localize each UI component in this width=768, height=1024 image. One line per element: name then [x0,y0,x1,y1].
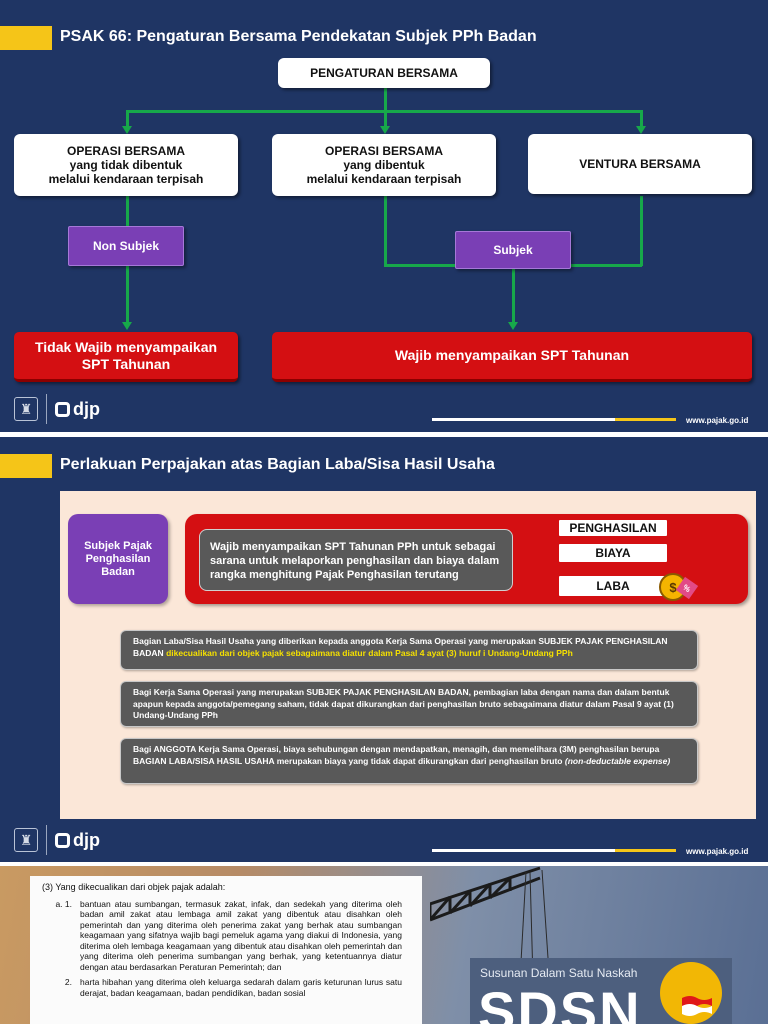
banner-text: Wajib menyampaikan SPT Tahunan PPh untuk… [199,529,513,591]
box-line: melalui kendaraan terpisah [48,172,204,186]
djp-wordmark: djp [55,399,100,420]
title-accent-bar [0,26,52,50]
connector-line [512,268,515,322]
djp-d-icon [55,401,70,417]
doc-item: 2. harta hibahan yang diterima oleh kelu… [42,977,410,998]
arrow-down-icon [122,126,132,134]
slide-pengaturan-bersama: PSAK 66: Pengaturan Bersama Pendekatan S… [0,0,768,432]
book-title: SDSN [478,980,642,1024]
box-line: yang tidak dibentuk [69,158,183,172]
card-subjek-pajak: Subjek Pajak Penghasilan Badan [68,514,168,604]
label-non-subjek: Non Subjek [68,226,184,266]
djp-logo: ♜ djp [14,825,100,855]
tag-penghasilan: PENGHASILAN [559,520,667,536]
arrow-down-icon [508,322,518,330]
footer-line [432,418,676,421]
doc-item: a. 1. bantuan atau sumbangan, termasuk z… [42,899,410,973]
arrow-down-icon [636,126,646,134]
djp-wordmark: djp [55,830,100,851]
djp-text: djp [73,398,100,419]
djp-text: djp [73,829,100,850]
label-subjek: Subjek [455,231,571,269]
box-line: OPERASI BERSAMA [66,144,185,158]
box-label: VENTURA BERSAMA [579,157,701,171]
card-line: Penghasilan [85,552,151,565]
box-label: PENGATURAN BERSAMA [310,66,458,80]
note-highlight: dikecualikan dari objek pajak sebagaiman… [166,647,573,658]
note-text: Bagi ANGGOTA Kerja Sama Operasi, biaya s… [133,744,660,766]
connector-line [570,264,642,267]
note-dikecualikan: Bagian Laba/Sisa Hasil Usaha yang diberi… [120,630,698,670]
box-operasi-bersama-dibentuk: OPERASI BERSAMA yang dibentuk melalui ke… [272,134,496,196]
connector-line [640,110,643,126]
slide-sdsn: (3) Yang dikecualikan dari objek pajak a… [0,866,768,1024]
note-italic: (non-deductable expense) [564,755,671,766]
law-document: (3) Yang dikecualikan dari objek pajak a… [30,876,422,1024]
emblem-icon: ♜ [14,828,38,852]
book-subtitle: Susunan Dalam Satu Naskah [480,966,638,980]
footer-url: www.pajak.go.id [686,847,749,856]
note-biaya-3m: Bagi ANGGOTA Kerja Sama Operasi, biaya s… [120,738,698,784]
box-ventura-bersama: VENTURA BERSAMA [528,134,752,194]
box-operasi-bersama-tidak-dibentuk: OPERASI BERSAMA yang tidak dibentuk mela… [14,134,238,196]
slide-perlakuan-perpajakan: Perlakuan Perpajakan atas Bagian Laba/Si… [0,437,768,862]
connector-line [384,88,387,112]
indonesia-flag-icon [682,996,712,1016]
crane-icon [430,866,549,1017]
result-line: Wajib menyampaikan SPT Tahunan [394,347,630,363]
slide-title: PSAK 66: Pengaturan Bersama Pendekatan S… [60,28,537,45]
doc-item-label: 2. [64,977,72,987]
connector-line [384,196,387,266]
divider [46,825,47,855]
sdsn-book-cover: Susunan Dalam Satu Naskah SDSN [470,958,732,1024]
connector-line [126,196,129,226]
doc-item-label: a. 1. [55,898,72,909]
tag-laba: LABA [559,576,667,596]
arrow-down-icon [122,322,132,330]
djp-logo: ♜ djp [14,394,100,424]
doc-heading: (3) Yang dikecualikan dari objek pajak a… [42,882,226,892]
banner-wajib-spt: Wajib menyampaikan SPT Tahunan PPh untuk… [185,514,748,604]
result-line: Tidak Wajib menyampaikan [34,338,218,355]
result-wajib: Wajib menyampaikan SPT Tahunan [272,332,752,382]
connector-line [384,264,456,267]
connector-line [640,196,643,266]
box-line: melalui kendaraan terpisah [306,172,462,186]
title-accent-bar [0,454,52,478]
box-pengaturan-bersama: PENGATURAN BERSAMA [278,58,490,88]
arrow-down-icon [380,126,390,134]
card-line: Badan [101,565,135,578]
djp-d-icon [55,832,70,848]
note-text: Bagian Laba/Sisa Hasil Usaha yang diberi… [133,636,668,658]
tag-biaya: BIAYA [559,544,667,562]
divider [46,394,47,424]
doc-item-text: bantuan atau sumbangan, termasuk zakat, … [80,898,402,972]
content-panel: Subjek Pajak Penghasilan Badan Wajib men… [60,491,756,819]
note-pembagian-laba: Bagi Kerja Sama Operasi yang merupakan S… [120,681,698,727]
box-line: yang dibentuk [343,158,425,172]
box-line: OPERASI BERSAMA [324,144,443,158]
footer-url: www.pajak.go.id [686,416,749,425]
money-bag-icon: $ [659,573,687,601]
connector-line [126,110,129,126]
result-line: SPT Tahunan [81,355,171,372]
slide-title: Perlakuan Perpajakan atas Bagian Laba/Si… [60,456,495,473]
doc-item-text: harta hibahan yang diterima oleh keluarg… [80,977,402,998]
footer-line [432,849,676,852]
connector-line [384,110,387,126]
result-tidak-wajib: Tidak Wajib menyampaikan SPT Tahunan [14,332,238,382]
emblem-icon: ♜ [14,397,38,421]
connector-line [126,266,129,322]
card-line: Subjek Pajak [84,539,152,552]
